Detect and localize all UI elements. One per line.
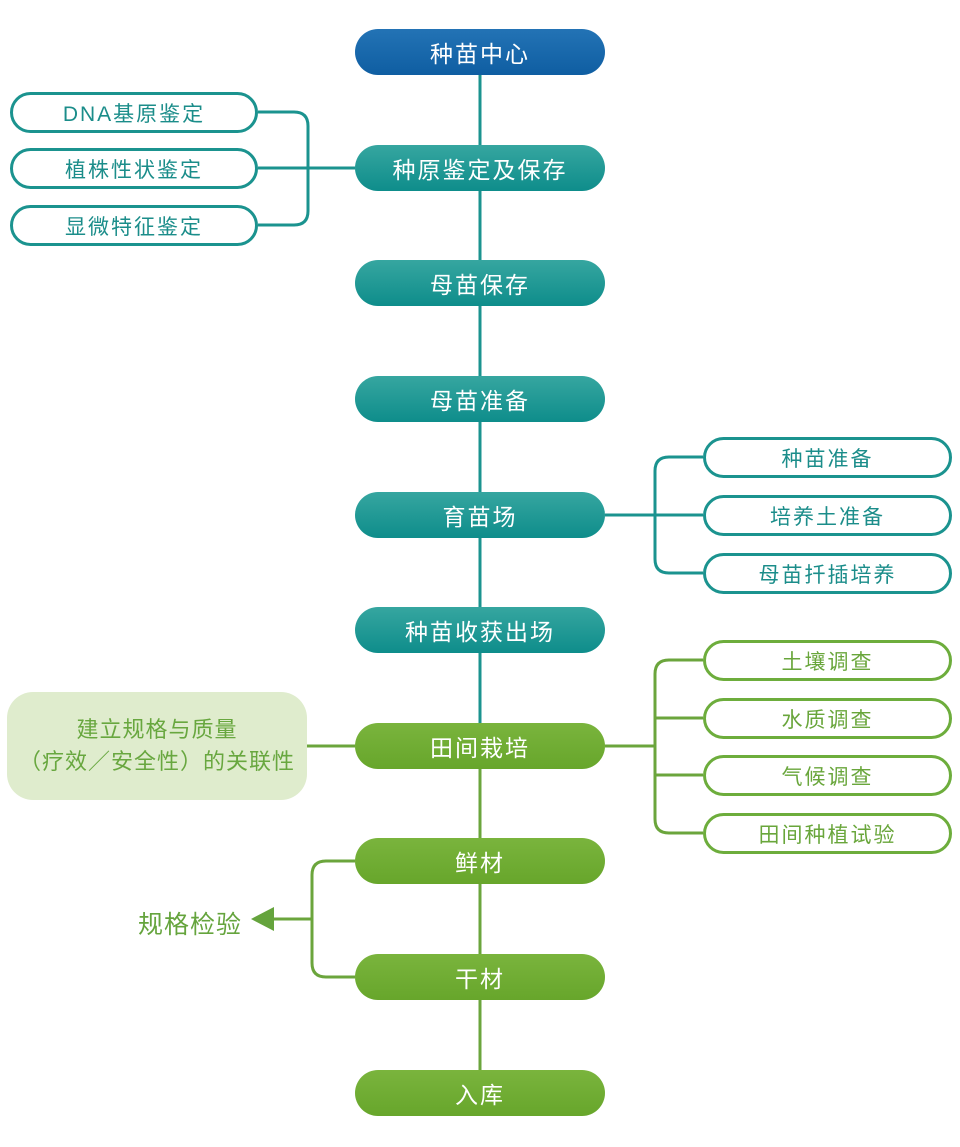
note-line1: 建立规格与质量 [76,717,238,742]
arrow-left-icon [251,907,274,931]
box-field-planting-test: 田间种植试验 [703,813,952,854]
node-fresh-material: 鲜材 [355,838,605,884]
box-culture-soil-prep: 培养土准备 [703,495,952,536]
box-plant-trait-identification: 植株性状鉴定 [10,148,258,189]
node-nursery: 育苗场 [355,492,605,538]
note-line2: （疗效／安全性）的关联性 [18,749,295,774]
node-mother-seedling-prep: 母苗准备 [355,376,605,422]
box-climate-survey: 气候调查 [703,755,952,796]
node-field-cultivation: 田间栽培 [355,723,605,769]
box-seedling-prep: 种苗准备 [703,437,952,478]
spec-inspection-label: 规格检验 [138,911,243,939]
node-mother-seedling-preserve: 母苗保存 [355,260,605,306]
note-spec-quality-correlation: 建立规格与质量 （疗效／安全性）的关联性 [7,692,307,800]
box-dna-identification: DNA基原鉴定 [10,92,258,133]
box-soil-survey: 土壤调查 [703,640,952,681]
box-microscopic-identification: 显微特征鉴定 [10,205,258,246]
node-storage: 入库 [355,1070,605,1116]
field-bracket-line [653,658,703,835]
node-germplasm-id-preserve: 种原鉴定及保存 [355,145,605,191]
node-seed-center: 种苗中心 [355,29,605,75]
box-water-survey: 水质调查 [703,698,952,739]
box-cutting-cultivation: 母苗扦插培养 [703,553,952,594]
node-seedling-harvest-out: 种苗收获出场 [355,607,605,653]
node-dry-material: 干材 [355,954,605,1000]
material-bracket-line [310,859,355,979]
